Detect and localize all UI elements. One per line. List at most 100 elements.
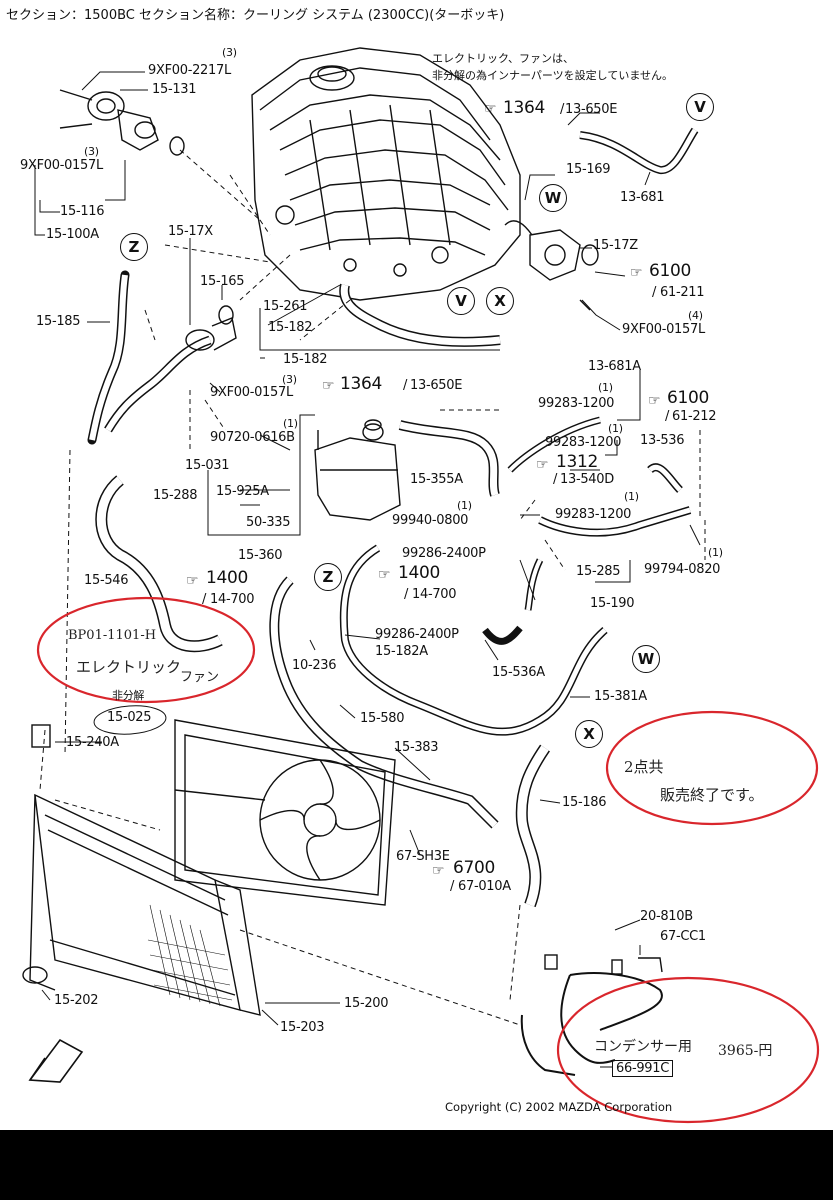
part-label: 15-200	[344, 996, 389, 1011]
hose-13-681-drawing	[579, 127, 699, 174]
radiator-core-hatch	[147, 904, 233, 1007]
part-label: 15-182A	[375, 644, 428, 659]
part-label: (1)	[624, 490, 639, 503]
pointing-hand-icon: ☞	[484, 101, 497, 117]
part-label: 99283-1200	[545, 435, 622, 450]
electric-fan-note-line2: 非分解の為インナーパーツを設定していません。	[432, 69, 674, 82]
part-label: (1)	[608, 422, 623, 435]
coolant-reservoir-drawing	[314, 419, 401, 521]
part-label: 13-650E	[410, 378, 463, 393]
part-label: 15-546	[84, 573, 129, 588]
part-label: 6100	[667, 388, 710, 408]
part-label: (4)	[688, 309, 703, 322]
part-label: 15-031	[185, 458, 230, 473]
electric-fan-shroud-drawing	[174, 719, 396, 906]
pointing-hand-icon: ☞	[648, 393, 661, 409]
handwritten-part-number: BP01-1101-H	[68, 628, 157, 643]
part-label: 99286-2400P	[402, 546, 486, 561]
hose-15-186-drawing	[515, 744, 550, 908]
part-label: 13-650E	[565, 102, 618, 117]
pointing-hand-icon: ☞	[630, 265, 643, 281]
hose-15-182-drawing	[339, 283, 501, 347]
part-label: 15-169	[566, 162, 611, 177]
part-label: 99286-2400P	[375, 627, 459, 642]
part-label: (3)	[222, 46, 237, 59]
engine-block-drawing	[251, 47, 521, 301]
part-label: 6700	[453, 858, 496, 878]
handwritten-condenser: コンデンサー用	[594, 1039, 692, 1055]
part-label: 99283-1200	[555, 507, 632, 522]
part-label: 15-580	[360, 711, 405, 726]
part-label: (1)	[283, 417, 298, 430]
part-label: 67-SH3E	[396, 849, 450, 864]
part-label: 15-355A	[410, 472, 463, 487]
part-label: 15-131	[152, 82, 197, 97]
part-label: 6100	[649, 261, 692, 281]
water-pump-pulley-drawing	[59, 89, 185, 156]
marker-z-top: Z	[120, 233, 148, 261]
part-label: 9XF00-2217L	[148, 63, 231, 78]
marker-v-top: V	[686, 93, 714, 121]
part-label: 15-182	[283, 352, 328, 367]
pointing-hand-icon: ☞	[536, 457, 549, 473]
part-label: 13-681	[620, 190, 665, 205]
part-label: 1400	[206, 568, 249, 588]
part-label: 15-165	[200, 274, 245, 289]
copyright-text: Copyright (C) 2002 MAZDA Corporation	[445, 1100, 673, 1114]
radiator-drawing	[22, 724, 261, 1016]
section-header: セクション：1500BC セクション名称：クーリング システム (2300CC)…	[6, 8, 505, 23]
pointing-hand-icon: ☞	[322, 378, 335, 394]
part-label: 15-360	[238, 548, 283, 563]
red-annotation-ovals	[36, 596, 820, 1124]
part-label: 99940-0800	[392, 513, 469, 528]
part-label: 50-335	[246, 515, 291, 530]
part-label: 61-211	[660, 285, 705, 300]
part-label: 15-383	[394, 740, 439, 755]
handwritten-electric: エレクトリック	[76, 658, 182, 676]
part-label: 90720-0616B	[210, 430, 295, 445]
callout-leader-lines	[34, 71, 701, 1068]
part-label: 14-700	[412, 587, 457, 602]
part-label: (3)	[84, 145, 99, 158]
part-label: 非分解	[112, 689, 145, 702]
part-label: 14-700	[210, 592, 255, 607]
part-label: 9XF00-0157L	[210, 385, 293, 400]
part-label: 15-536A	[492, 665, 545, 680]
part-label: 15-186	[562, 795, 607, 810]
part-label: 13-540D	[560, 472, 614, 487]
part-label: 15-025	[107, 710, 152, 725]
part-label: 15-203	[280, 1020, 325, 1035]
part-label: 15-17X	[168, 224, 213, 239]
handwritten-both-items: 2点共	[624, 758, 664, 776]
part-label: (3)	[282, 373, 297, 386]
part-label: 15-185	[36, 314, 81, 329]
hose-15-185-drawing	[87, 270, 237, 445]
part-label: 10-236	[292, 658, 337, 673]
part-label: 99794-0820	[644, 562, 721, 577]
handwritten-fan: ファン	[180, 670, 220, 685]
part-label: 15-202	[54, 993, 99, 1008]
marker-w-top: W	[539, 184, 567, 212]
hose-15-546-drawing	[95, 475, 223, 653]
hose-15-355A-drawing	[398, 416, 601, 497]
handwritten-price: 3965-円	[718, 1043, 773, 1059]
hose-15-182A-drawing	[269, 544, 608, 829]
pointing-hand-icon: ☞	[378, 567, 391, 583]
part-label: (1)	[457, 499, 472, 512]
part-label: 67-CC1	[660, 929, 706, 944]
part-label: 99283-1200	[538, 396, 615, 411]
marker-v-middle: V	[447, 287, 475, 315]
diagram-drawing	[22, 47, 820, 1124]
fwd-arrow-icon	[28, 1038, 84, 1083]
part-label: 9XF00-0157L	[20, 158, 103, 173]
part-label: 15-182	[268, 320, 313, 335]
part-label: (1)	[708, 546, 723, 559]
water-outlet-assembly-drawing	[504, 220, 599, 311]
part-label: 13-681A	[588, 359, 641, 374]
part-label: (1)	[598, 381, 613, 394]
part-label: 15-190	[590, 596, 635, 611]
part-label: 66-991C	[612, 1060, 674, 1077]
pointing-hand-icon: ☞	[186, 573, 199, 589]
part-label: 15-925A	[216, 484, 269, 499]
part-label: 15-261	[263, 299, 308, 314]
